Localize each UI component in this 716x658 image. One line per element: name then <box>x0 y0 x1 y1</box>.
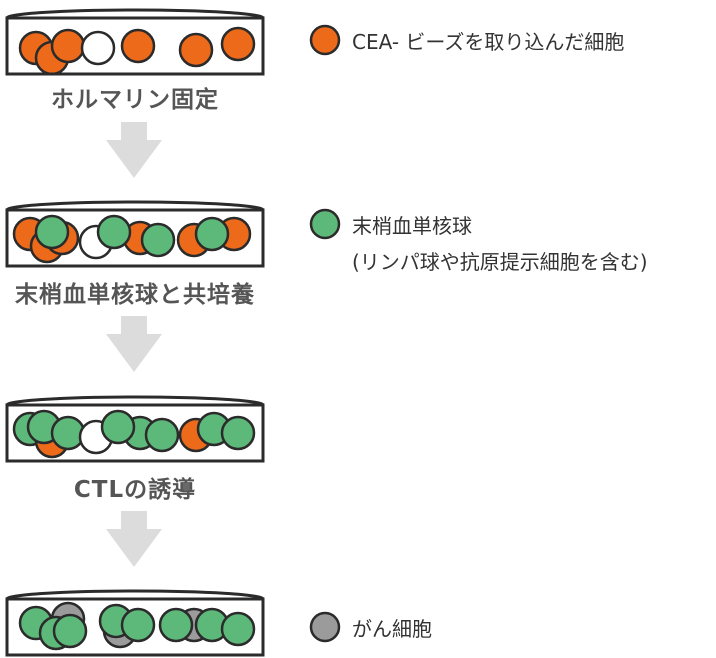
step-label: 末梢血単核球と共培養 <box>15 282 255 308</box>
down-arrow-icon <box>106 316 162 372</box>
cell-orange <box>178 32 214 68</box>
cell-green <box>120 607 156 643</box>
cell-green <box>158 607 194 643</box>
cell-orange <box>220 26 256 62</box>
legend-label: (リンパ球や抗原提示細胞を含む) <box>352 250 648 274</box>
cell-green <box>140 222 176 258</box>
legend-label: 末梢血単核球 <box>352 214 472 238</box>
cell-green <box>144 417 180 453</box>
cell-orange <box>50 28 86 64</box>
step-label: ホルマリン固定 <box>51 87 219 113</box>
legend-swatch-green <box>309 208 341 240</box>
cell-green <box>50 415 86 451</box>
cell-green <box>34 214 70 250</box>
step-label: CTLの誘導 <box>73 477 197 503</box>
legend-swatch-gray <box>309 611 341 643</box>
cell-green <box>96 214 132 250</box>
cell-green <box>52 613 88 649</box>
cell-green <box>194 216 230 252</box>
cell-green <box>220 415 256 451</box>
cell-white <box>80 30 116 66</box>
cell-green <box>100 409 136 445</box>
legend-label: がん細胞 <box>352 617 432 641</box>
legend-swatch-orange <box>309 24 341 56</box>
cell-green <box>220 611 256 647</box>
down-arrow-icon <box>106 511 162 567</box>
down-arrow-icon <box>106 122 162 178</box>
cell-orange <box>120 28 156 64</box>
legend-label: CEA- ビーズを取り込んだ細胞 <box>352 30 625 54</box>
